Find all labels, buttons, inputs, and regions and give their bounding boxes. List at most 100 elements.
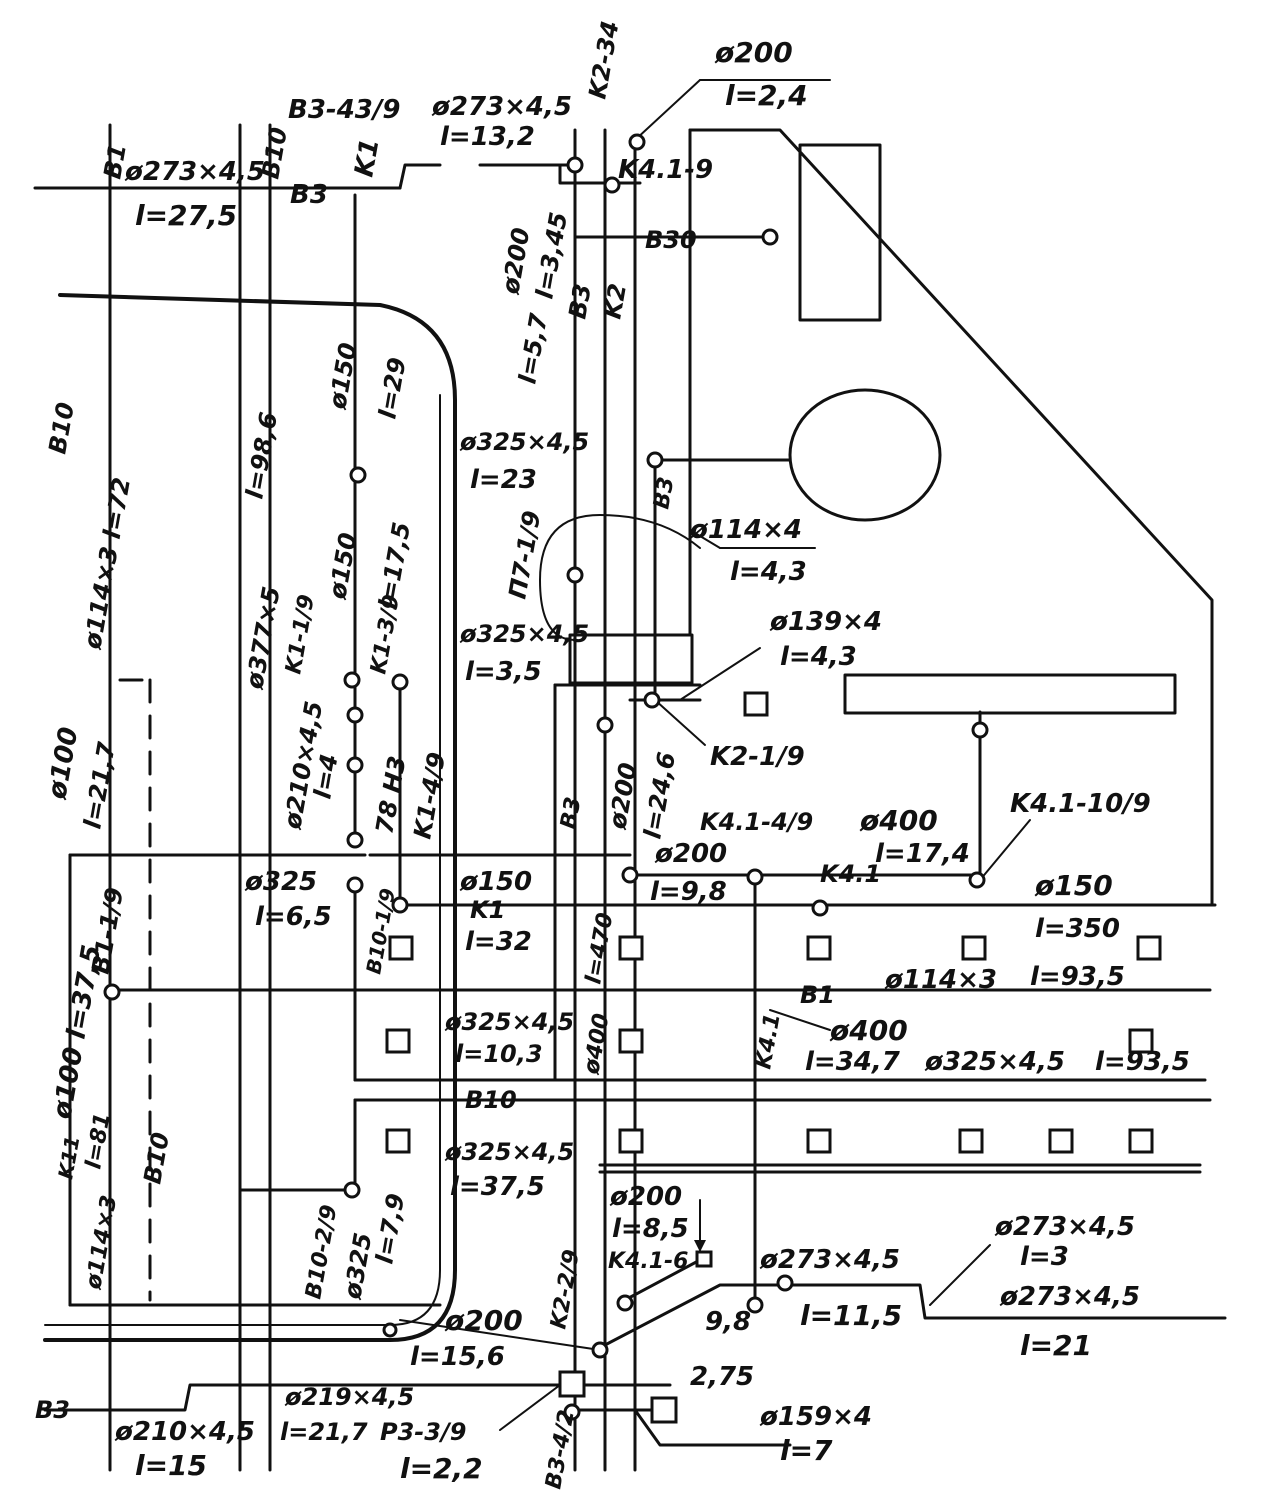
label: ø139×4 [769,607,882,637]
node [776,1274,794,1292]
node [346,831,364,849]
label: l=4,3 [730,557,807,587]
label: ø325 [244,867,317,897]
node [382,1322,398,1338]
label: ø200 [654,839,727,869]
label: ø200 [444,1304,523,1337]
label: B3 [556,795,586,831]
label: ø150 [323,341,362,412]
label: l=21,7 [78,740,121,831]
label: B10-2/9 [301,1203,342,1301]
label: ø325×4,5 [459,620,589,648]
label: l=10,3 [455,1040,543,1068]
label: l=17,4 [875,839,970,869]
label: ø114×3 [884,965,997,995]
label: ø273×4,5 [124,157,265,187]
label: B3 [563,282,597,321]
label: l=32 [465,927,532,957]
label: l=2,2 [400,1452,483,1485]
label: B10 [138,1130,175,1186]
column-square [650,1396,678,1424]
label: l=470 [581,911,618,986]
column-square [1128,1128,1154,1154]
column-square [961,935,987,961]
label: B10 [256,125,293,181]
label: B10 [43,400,80,456]
label: B3 [649,475,679,511]
label: ø159×4 [759,1402,872,1432]
label: l=27,5 [135,199,237,232]
label: K4.1-10/9 [1010,789,1151,819]
label: ø150 [459,867,532,897]
column-square [618,1128,644,1154]
label: K2-34 [583,19,624,101]
label: l=4,3 [780,642,857,672]
label: l=11,5 [800,1299,902,1332]
label: ø377×5 [240,584,286,692]
node-b1-1 [103,983,121,1001]
column-square [385,1128,411,1154]
label: l=29 [373,355,411,421]
label: K2 [598,281,632,321]
label: l=3,45 [530,210,573,301]
node-b10-1 [346,876,364,894]
label: ø273×4,5 [431,92,572,122]
node-p7 [566,566,584,584]
label: ø200 [496,226,535,297]
label: K2-2/9 [546,1248,585,1331]
label: l=93,5 [1030,962,1125,992]
label: ø273×4,5 [994,1212,1135,1242]
node-k2-2 [591,1341,609,1359]
label: 78 H3 [370,754,411,836]
label: K11 [53,1134,84,1181]
node [346,756,364,774]
label: ø150 [1034,869,1113,902]
equipment-block [798,143,882,322]
label: ø273×4,5 [759,1245,900,1275]
column-square [1128,1028,1154,1054]
label: l=2,4 [725,79,808,112]
label: B10 [465,1086,517,1114]
node-k1-h [391,896,409,914]
node [621,866,639,884]
equipment-block-small [568,633,694,685]
column-square [618,935,644,961]
label: ø100 l=37,5 [47,943,107,1123]
equipment-beam [843,673,1177,715]
label: K1-1/9 [281,593,320,676]
label: ø325×4,5 [459,428,589,456]
label: l=24,6 [638,750,681,841]
label: l=5,7 [513,311,553,386]
chamber-k41-6 [695,1250,713,1268]
label: ø114×3 l=72 [78,475,136,652]
label: l=15,6 [410,1342,505,1372]
label: K1 [470,896,505,924]
label: l=21,7 [280,1418,368,1446]
chamber-square [558,1370,586,1398]
label: K4.1-6 [608,1249,688,1274]
label: K4.1-9 [618,155,713,185]
nodes [103,133,989,1421]
node-k2-1 [643,691,661,709]
label: ø325×4,5 [444,1138,574,1166]
label: l=350 [1035,914,1120,944]
label: K1-4/9 [408,750,451,841]
column-square [1136,935,1162,961]
label: l=13,2 [440,122,535,152]
label: 9,8 [705,1307,751,1337]
label: l=7,9 [370,1191,410,1266]
label: ø210×4,5 [114,1417,255,1447]
label: ø325 [338,1231,377,1302]
node [566,156,584,174]
label: B3-43/9 [288,95,400,125]
label: B10-1/9 [361,886,400,975]
label: l=98,6 [240,410,283,501]
label: l=6,5 [255,902,332,932]
column-square [806,935,832,961]
label: ø200 [714,36,793,69]
label: ø325×4,5 [924,1047,1065,1077]
node [971,721,989,739]
node-b3-4 [563,1403,581,1421]
node-k1-1 [343,671,361,689]
